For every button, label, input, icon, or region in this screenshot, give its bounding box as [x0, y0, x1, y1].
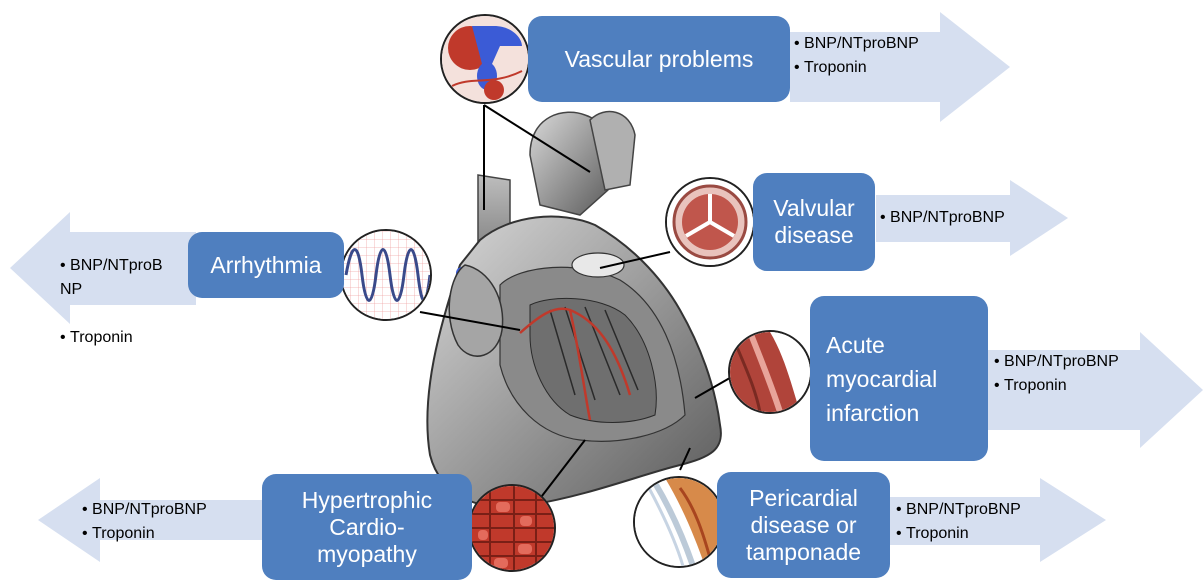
- marker-item: Troponin: [896, 522, 1021, 546]
- markers-vascular: BNP/NTproBNP Troponin: [794, 32, 919, 80]
- condition-label-ami: Acute myocardial infarction: [826, 328, 937, 430]
- condition-box-pericardial: Pericardial disease or tamponade: [717, 472, 890, 578]
- condition-label-vascular: Vascular problems: [565, 46, 754, 73]
- markers-hcm: BNP/NTproBNP Troponin: [82, 498, 207, 546]
- marker-item: Troponin: [994, 374, 1119, 398]
- marker-item: BNP/NTproBNP: [896, 498, 1021, 522]
- marker-item: BNP/NTproB NP: [60, 254, 200, 302]
- marker-item: BNP/NTproBNP: [994, 350, 1119, 374]
- condition-box-vascular: Vascular problems: [528, 16, 790, 102]
- condition-box-hcm: Hypertrophic Cardio- myopathy: [262, 474, 472, 580]
- condition-box-arrhythmia: Arrhythmia: [188, 232, 344, 298]
- pericardium-icon: [633, 476, 725, 568]
- markers-pericardial: BNP/NTproBNP Troponin: [896, 498, 1021, 546]
- condition-box-valvular: Valvular disease: [753, 173, 875, 271]
- ecg-waveform-icon: [340, 229, 432, 321]
- marker-item: Troponin: [794, 56, 919, 80]
- marker-item: Troponin: [60, 326, 200, 350]
- condition-label-arrhythmia: Arrhythmia: [210, 252, 321, 279]
- condition-label-pericardial: Pericardial disease or tamponade: [746, 485, 861, 566]
- myocardium-tissue-icon: [728, 330, 812, 414]
- markers-arrhythmia: BNP/NTproB NP Troponin: [60, 230, 200, 374]
- markers-valvular: BNP/NTproBNP: [880, 206, 1005, 230]
- heart-valve-icon: [665, 177, 755, 267]
- marker-item: BNP/NTproBNP: [880, 206, 1005, 230]
- marker-item: Troponin: [82, 522, 207, 546]
- blood-vessel-icon: [440, 14, 530, 104]
- condition-label-hcm: Hypertrophic Cardio- myopathy: [302, 487, 432, 568]
- marker-item: BNP/NTproBNP: [82, 498, 207, 522]
- markers-ami: BNP/NTproBNP Troponin: [994, 350, 1119, 398]
- condition-box-ami: Acute myocardial infarction: [810, 296, 988, 461]
- condition-label-valvular: Valvular disease: [773, 195, 854, 249]
- marker-item: BNP/NTproBNP: [794, 32, 919, 56]
- muscle-fiber-icon: [468, 484, 556, 572]
